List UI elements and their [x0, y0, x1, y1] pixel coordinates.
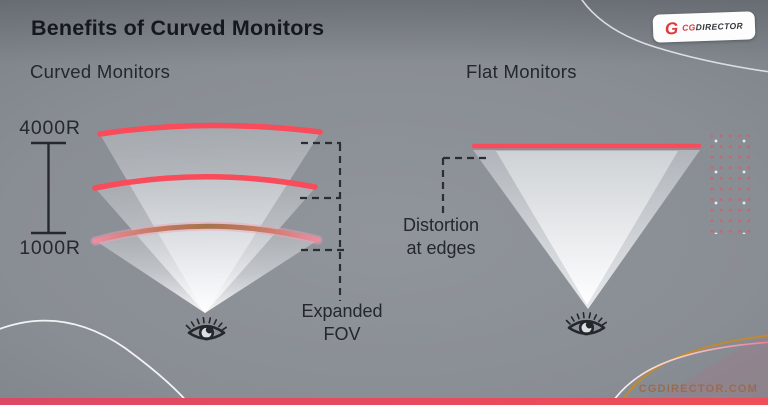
curvature-scale-bracket — [31, 141, 66, 235]
logo-wordmark-cg: CG — [681, 22, 696, 33]
eye-icon — [565, 311, 608, 337]
flat-monitors-label: Flat Monitors — [466, 61, 577, 82]
top-right-arc-line — [581, 0, 768, 73]
bottom-left-arc-line — [0, 319, 192, 405]
distortion-line1: Distortion — [402, 215, 480, 235]
footer-accent-bar — [0, 398, 768, 405]
expanded-fov-line1: Expanded — [301, 301, 383, 321]
curvature-4000r-label: 4000R — [19, 117, 81, 139]
logo-wordmark: CGDIRECTOR — [681, 20, 744, 33]
footer-site-url: CGDIRECTOR.COM — [638, 383, 758, 395]
distortion-annotation: Distortion at edges — [403, 214, 479, 260]
distortion-line2: at edges — [406, 238, 476, 258]
cgdirector-logo: G CGDIRECTOR — [652, 11, 756, 43]
expanded-fov-line2: FOV — [323, 324, 361, 344]
eye-icon — [185, 316, 228, 342]
monitor-1000r-arc — [92, 223, 321, 244]
curved-monitor-arcs — [90, 122, 323, 246]
light-cones — [96, 127, 320, 313]
fov-measure-dashes — [300, 141, 347, 301]
expanded-fov-annotation: Expanded FOV — [301, 300, 382, 346]
dot-grid-decoration — [710, 134, 756, 234]
distortion-measure-dashes — [441, 156, 488, 214]
corner-pink-wedge — [648, 330, 768, 405]
logo-g-icon: G — [664, 18, 679, 38]
flat-cone-inner — [496, 151, 678, 305]
flat-monitor-diagram — [441, 143, 702, 337]
curved-monitors-label: Curved Monitors — [30, 61, 171, 82]
page-title: Benefits of Curved Monitors — [31, 16, 325, 40]
curvature-1000r-label: 1000R — [19, 237, 81, 259]
curved-monitors-diagram — [31, 122, 347, 342]
monitor-mid-arc — [92, 174, 318, 191]
monitor-4000r-arc — [97, 122, 323, 137]
logo-wordmark-director: DIRECTOR — [695, 20, 744, 33]
